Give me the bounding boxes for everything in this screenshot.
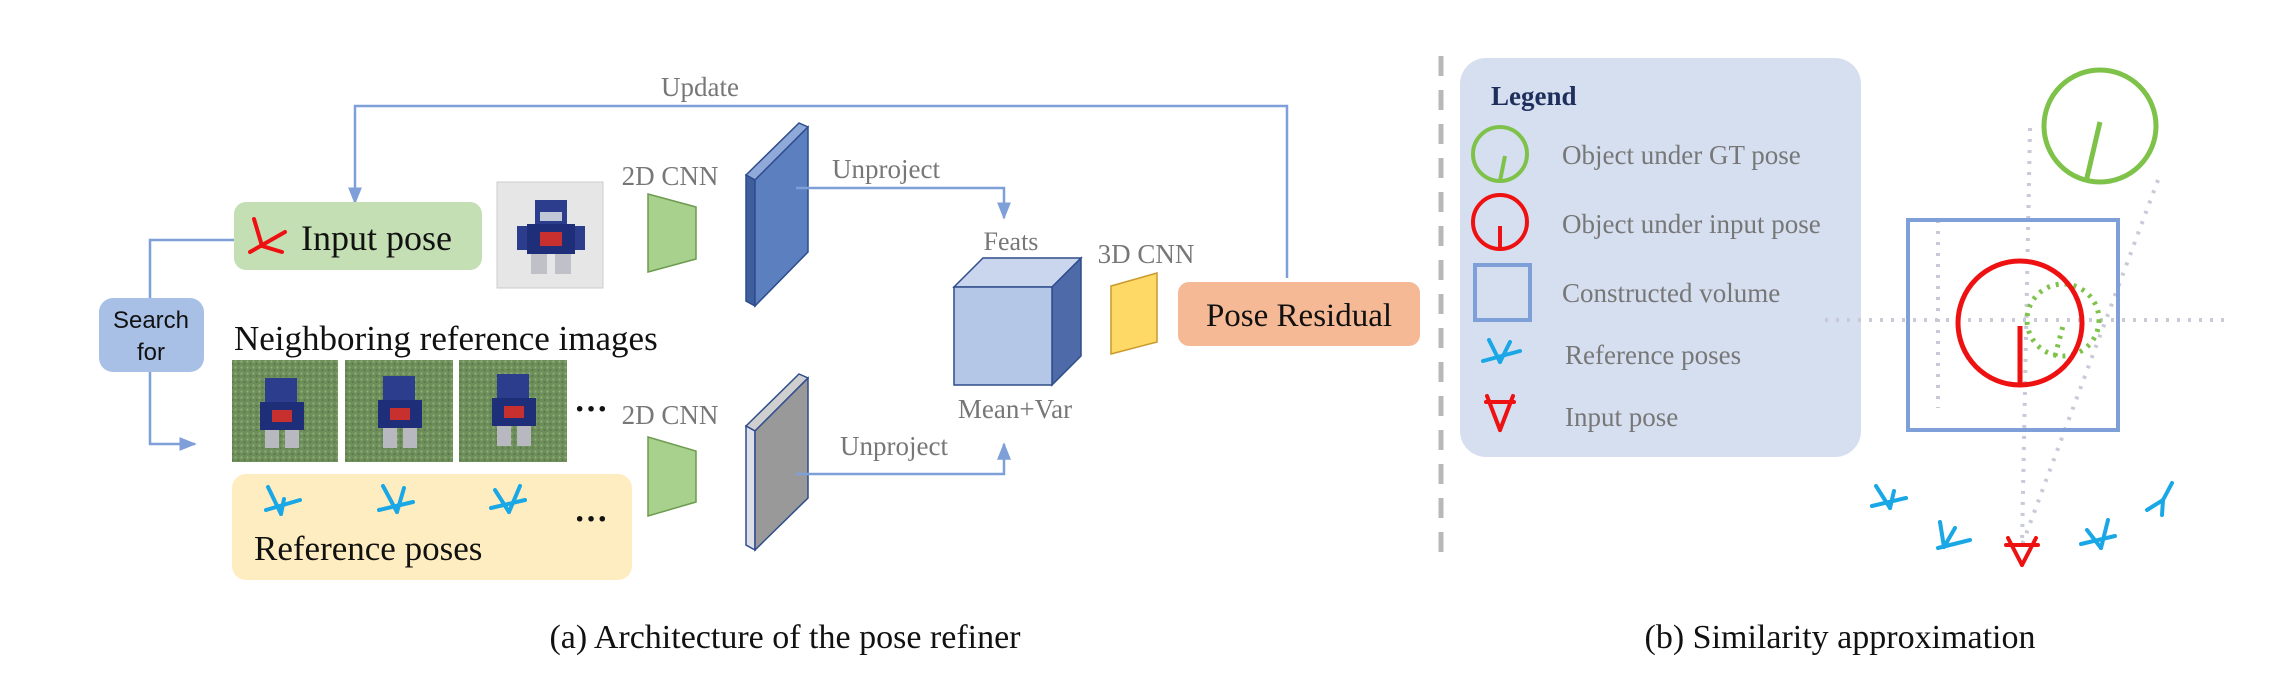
cnn2d-top-trapezoid [647, 193, 697, 273]
cnn2d-top-label: 2D CNN [622, 161, 719, 191]
panel-a-architecture: Update Search for Input pose [99, 72, 1420, 656]
reference-poses-label: Reference poses [254, 529, 482, 568]
cnn2d-bottom-trapezoid [647, 436, 697, 517]
panel-b-similarity: Legend Object under GT pose Object under… [1460, 58, 2225, 656]
input-pose-marker [2004, 536, 2040, 567]
constructed-volume [1906, 218, 2120, 432]
input-pose-box: Input pose [234, 202, 482, 270]
search-for-text-line2: for [137, 339, 165, 366]
reference-pose-marker-4 [2145, 481, 2174, 517]
reference-pose-markers [1870, 481, 2174, 550]
legend-title: Legend [1491, 81, 1577, 111]
input-pose-label: Input pose [301, 218, 452, 258]
cnn3d-trapezoid [1110, 272, 1158, 355]
feature-map-top [744, 122, 810, 308]
gt-pose-object-projected [2024, 281, 2102, 359]
search-for-box: Search for [99, 298, 204, 372]
feats-label: Feats [984, 227, 1039, 256]
mean-var-label: Mean+Var [958, 394, 1072, 424]
update-feedback-arrow [348, 104, 1289, 278]
gt-pose-object [2041, 67, 2159, 185]
caption-a: (a) Architecture of the pose refiner [549, 619, 1021, 656]
projection-rays [1825, 127, 2225, 546]
neighboring-images-label: Neighboring reference images [234, 319, 658, 358]
reference-pose-marker-1 [1870, 484, 1908, 510]
reference-pose-marker-2 [1936, 520, 1972, 550]
legend-gt-pose-icon [1471, 125, 1529, 183]
reference-image-1 [232, 360, 338, 462]
reference-pose-icon-2 [377, 484, 415, 514]
legend-item-input-pose-object: Object under input pose [1562, 209, 1821, 239]
reference-pose-marker-3 [2079, 518, 2117, 550]
pose-residual-label: Pose Residual [1206, 298, 1392, 334]
legend-reference-pose-icon [1481, 338, 1522, 364]
legend-item-gt-pose: Object under GT pose [1562, 140, 1801, 170]
cnn3d-label: 3D CNN [1098, 239, 1195, 269]
input-pose-object [1955, 258, 2085, 388]
reference-image-2 [345, 360, 453, 462]
legend-item-input-pose: Input pose [1565, 402, 1678, 432]
input-pose-icon [248, 217, 287, 254]
legend: Legend Object under GT pose Object under… [1460, 58, 1861, 457]
legend-input-pose-circle-icon [1471, 193, 1529, 251]
reference-images-ellipsis: ··· [574, 391, 608, 428]
reference-image-3 [459, 360, 567, 462]
reference-images [232, 360, 567, 462]
legend-item-volume: Constructed volume [1562, 278, 1780, 308]
search-for-text-line1: Search [113, 307, 189, 334]
unproject-top-label: Unproject [832, 154, 940, 184]
reference-poses-box: ··· Reference poses [232, 474, 632, 580]
reference-pose-icon-3 [489, 484, 527, 514]
cnn2d-bottom-label: 2D CNN [622, 400, 719, 430]
reference-poses-ellipsis: ··· [574, 501, 608, 538]
feature-map-bottom [744, 373, 810, 552]
unproject-bottom-arrow [796, 442, 1011, 476]
pose-residual-box: Pose Residual [1178, 282, 1420, 346]
unproject-top-arrow [796, 186, 1011, 220]
input-image [496, 181, 604, 289]
reference-pose-icon-1 [264, 485, 302, 516]
update-label: Update [661, 72, 739, 102]
legend-item-reference-poses: Reference poses [1565, 340, 1741, 370]
unproject-bottom-label: Unproject [840, 431, 948, 461]
legend-volume-icon [1473, 263, 1532, 322]
feature-volume-cube [952, 256, 1083, 387]
caption-b: (b) Similarity approximation [1645, 619, 2036, 656]
legend-input-pose-icon [1484, 394, 1516, 432]
